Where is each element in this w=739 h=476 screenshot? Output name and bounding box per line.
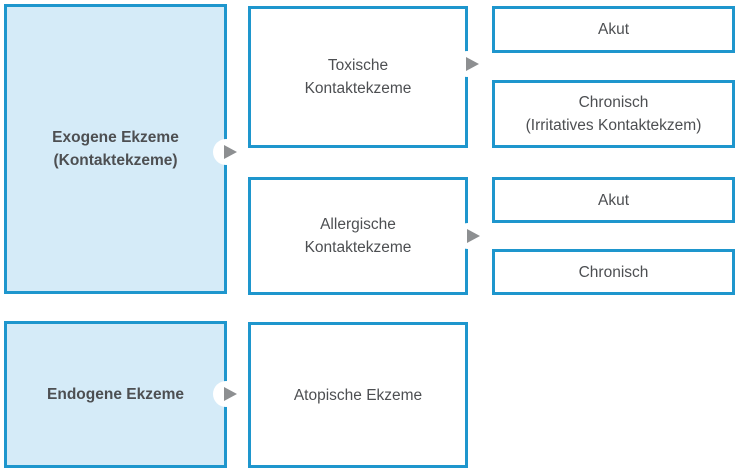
node-atopische-ekzeme: Atopische Ekzeme (248, 322, 468, 468)
node-exogene-ekzeme: Exogene Ekzeme (Kontaktekzeme) (4, 4, 227, 294)
arrow-right-icon (466, 57, 479, 71)
node-label-line: Endogene Ekzeme (47, 386, 184, 403)
arrow-right-icon (224, 145, 237, 159)
node-label-line: Atopische Ekzeme (293, 386, 423, 404)
node-label-line: (Irritatives Kontaktekzem) (525, 117, 702, 134)
node-label-line: Akut (597, 191, 629, 209)
node-label-line: Allergische (320, 216, 396, 233)
node-label-line: Chronisch (578, 94, 649, 111)
node-akut-toxisch: Akut (492, 6, 735, 53)
node-chronisch-irritatives-kontaktekzem: Chronisch (Irritatives Kontaktekzem) (492, 80, 735, 148)
arrow-right-icon (224, 387, 237, 401)
arrow-right-icon (467, 229, 480, 243)
node-akut-allergisch: Akut (492, 177, 735, 223)
node-label-line: (Kontaktekzeme) (53, 152, 178, 169)
node-label-line: Chronisch (578, 263, 649, 281)
node-label-line: Exogene Ekzeme (52, 129, 179, 146)
node-label-line: Toxische (327, 57, 389, 74)
node-toxische-kontaktekzeme: Toxische Kontaktekzeme (248, 6, 468, 148)
node-endogene-ekzeme: Endogene Ekzeme (4, 321, 227, 468)
node-label-line: Kontaktekzeme (304, 80, 412, 97)
node-chronisch-allergisch: Chronisch (492, 249, 735, 295)
node-label-line: Kontaktekzeme (304, 239, 412, 256)
node-allergische-kontaktekzeme: Allergische Kontaktekzeme (248, 177, 468, 295)
node-label-line: Akut (597, 21, 629, 38)
